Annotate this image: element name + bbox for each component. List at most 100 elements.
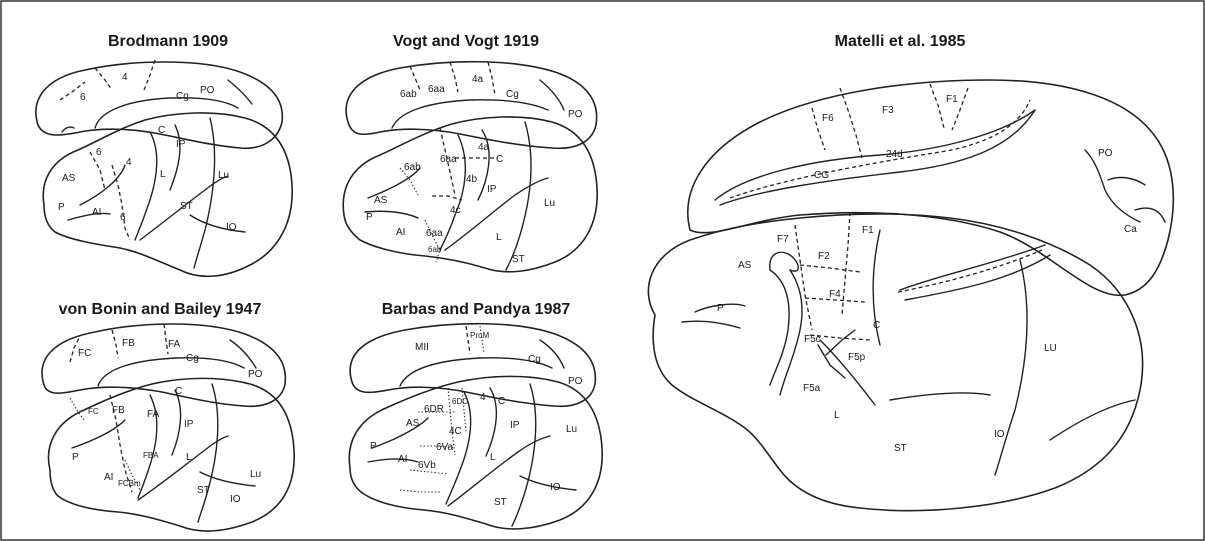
area-label: AS <box>374 195 388 206</box>
lateral-surface <box>349 376 602 529</box>
area-label: C <box>158 125 165 136</box>
area-label: PO <box>568 109 583 120</box>
area-label: Cg <box>528 354 541 365</box>
panel-bonin: von Bonin and Bailey 1947 FC FB FA Cg PO… <box>42 301 294 531</box>
area-label: L <box>496 232 502 243</box>
area-label: 6ab <box>404 162 421 173</box>
area-label: 6 <box>96 147 102 158</box>
area-label: L <box>160 169 166 180</box>
area-label: ST <box>180 201 193 212</box>
area-label: F5c <box>804 334 821 345</box>
area-label: 6aa <box>426 228 443 239</box>
area-label: PO <box>1098 148 1113 159</box>
lateral-surface <box>48 378 294 531</box>
area-label: FBA <box>143 451 159 460</box>
area-label: FA <box>147 409 160 420</box>
area-label: F1 <box>862 225 874 236</box>
area-label: ST <box>197 485 210 496</box>
lateral-surface <box>648 214 1142 511</box>
area-label: P <box>72 452 79 463</box>
area-label: CG <box>814 170 829 181</box>
medial-surface <box>688 80 1173 295</box>
area-label: AS <box>406 418 420 429</box>
area-label: IP <box>510 420 520 431</box>
area-label: Lu <box>250 469 261 480</box>
area-label: 4a <box>472 74 484 85</box>
panel-barbas: Barbas and Pandya 1987 MII ProM Cg PO 6D… <box>349 301 602 529</box>
area-label: Lu <box>544 198 555 209</box>
panel-title: Barbas and Pandya 1987 <box>382 301 571 318</box>
area-label: 6Vb <box>418 460 436 471</box>
area-label: IO <box>230 494 241 505</box>
area-label: C <box>175 386 182 397</box>
area-label: FA <box>168 339 181 350</box>
area-label: FC <box>78 348 91 359</box>
area-label: PO <box>248 369 263 380</box>
area-label: 6ab <box>400 89 417 100</box>
area-label: Cg <box>186 353 199 364</box>
area-label: L <box>490 452 496 463</box>
panel-title: Matelli et al. 1985 <box>835 33 966 50</box>
area-label: 6aa <box>428 84 445 95</box>
area-label: P <box>58 202 65 213</box>
area-label: AI <box>92 207 101 218</box>
area-label: Cg <box>176 91 189 102</box>
area-label: 4c <box>450 205 461 216</box>
area-label: ProM <box>470 331 489 340</box>
area-label: F1 <box>946 94 958 105</box>
area-label: 4 <box>122 72 128 83</box>
area-label: AI <box>396 227 405 238</box>
area-label: F5p <box>848 352 866 363</box>
panel-title: Vogt and Vogt 1919 <box>393 33 539 50</box>
area-label: AI <box>398 454 407 465</box>
area-label: FB <box>112 405 125 416</box>
area-label: AS <box>738 260 752 271</box>
area-label: F3 <box>882 105 894 116</box>
area-label: MII <box>415 342 429 353</box>
area-label: C <box>498 396 505 407</box>
area-label: IP <box>487 184 497 195</box>
area-label: FCBm <box>118 479 141 488</box>
area-label: ST <box>494 497 507 508</box>
area-label: P <box>717 303 724 314</box>
area-label: ST <box>894 443 907 454</box>
panel-title: Brodmann 1909 <box>108 33 228 50</box>
area-label: 4 <box>126 157 132 168</box>
area-label: L <box>186 452 192 463</box>
area-label: AI <box>104 472 113 483</box>
area-label: F5a <box>803 383 821 394</box>
area-label: AS <box>62 173 76 184</box>
area-label: P <box>366 212 373 223</box>
area-label: ST <box>512 254 525 265</box>
area-label: IO <box>226 222 237 233</box>
area-label: IO <box>550 482 561 493</box>
panel-vogt: Vogt and Vogt 1919 6aa 4a 6ab Cg PO 4a 6… <box>343 33 597 272</box>
area-label: Lu <box>218 170 229 181</box>
area-label: IO <box>994 429 1005 440</box>
area-label: Lu <box>566 424 577 435</box>
area-label: C <box>496 154 503 165</box>
area-label: IP <box>184 419 194 430</box>
area-label: FB <box>122 338 135 349</box>
panel-title: von Bonin and Bailey 1947 <box>59 301 262 318</box>
area-label: 4b <box>466 174 478 185</box>
area-label: IP <box>176 139 186 150</box>
area-label: 24d <box>886 149 903 160</box>
area-label: F6 <box>822 113 834 124</box>
area-label: P <box>370 441 377 452</box>
area-label: F2 <box>818 251 830 262</box>
area-label: 4C <box>449 426 462 437</box>
area-label: 6 <box>80 92 86 103</box>
area-label: 4a <box>478 142 490 153</box>
panel-matelli: Matelli et al. 1985 F6 <box>648 33 1173 511</box>
area-label: L <box>834 410 840 421</box>
area-label: PO <box>200 85 215 96</box>
area-label: PO <box>568 376 583 387</box>
area-label: 6Va <box>436 442 453 453</box>
area-label: 6DC <box>452 397 468 406</box>
area-label: 4 <box>480 392 486 403</box>
area-label: 6 <box>120 212 126 223</box>
area-label: Ca <box>1124 224 1137 235</box>
area-label: LU <box>1044 343 1057 354</box>
